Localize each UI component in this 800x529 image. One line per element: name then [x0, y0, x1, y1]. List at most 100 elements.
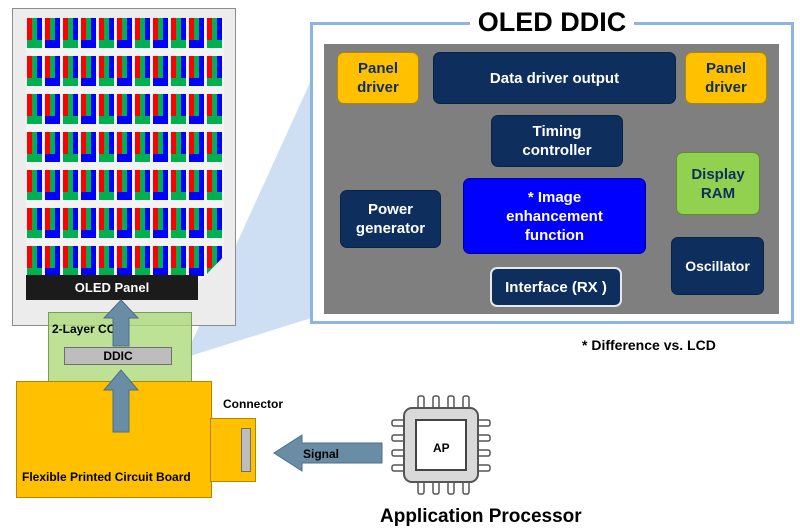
subpixel-blue-lower	[171, 116, 186, 124]
subpixel-green	[212, 132, 217, 154]
subpixel-red	[153, 18, 158, 40]
subpixel-red	[45, 132, 50, 154]
subpixel-blue	[199, 56, 204, 78]
subpixel-red	[99, 208, 104, 230]
subpixel-blue	[55, 208, 60, 230]
subpixel-blue-lower	[171, 192, 186, 200]
subpixel-blue	[91, 208, 96, 230]
power-generator-block: Power generator	[340, 190, 441, 248]
subpixel-red	[153, 170, 158, 192]
subpixel-red	[99, 56, 104, 78]
subpixel-blue	[199, 208, 204, 230]
subpixel-blue-lower	[99, 154, 114, 162]
ddic-chip: DDIC	[64, 347, 172, 365]
subpixel-red	[189, 132, 194, 154]
connector-pin	[241, 428, 251, 472]
subpixel-blue	[181, 18, 186, 40]
subpixel-blue-lower	[189, 230, 204, 238]
subpixel-red	[63, 94, 68, 116]
subpixel-red	[63, 246, 68, 268]
subpixel-blue-lower	[27, 268, 42, 276]
subpixel-red	[99, 18, 104, 40]
subpixel-blue-lower	[63, 40, 78, 48]
pixel-row	[26, 246, 224, 276]
subpixel-blue-lower	[27, 230, 42, 238]
subpixel-blue	[127, 56, 132, 78]
subpixel-green	[68, 56, 73, 78]
subpixel-green	[104, 132, 109, 154]
subpixel-red	[63, 18, 68, 40]
subpixel-green	[104, 170, 109, 192]
subpixel-green	[176, 132, 181, 154]
subpixel-blue	[37, 132, 42, 154]
subpixel-blue	[181, 94, 186, 116]
subpixel-blue	[145, 18, 150, 40]
subpixel-green	[68, 246, 73, 268]
cof-label: 2-Layer COF	[52, 322, 124, 336]
subpixel-green	[86, 18, 91, 40]
pixel-row	[26, 132, 224, 162]
arrow-ap-to-connector	[273, 434, 383, 472]
subpixel-blue	[145, 170, 150, 192]
image-enhancement-block: * Image enhancement function	[463, 178, 646, 254]
pixel-row	[26, 56, 224, 86]
subpixel-red	[189, 170, 194, 192]
subpixel-blue-lower	[81, 268, 96, 276]
subpixel-blue-lower	[45, 78, 60, 86]
pixel-row	[26, 170, 224, 200]
subpixel-blue	[37, 18, 42, 40]
subpixel-blue	[109, 132, 114, 154]
subpixel-blue-lower	[63, 116, 78, 124]
subpixel-blue	[127, 208, 132, 230]
subpixel-blue-lower	[189, 78, 204, 86]
subpixel-blue-lower	[81, 192, 96, 200]
subpixel-blue	[55, 94, 60, 116]
subpixel-blue-lower	[99, 230, 114, 238]
subpixel-green	[68, 18, 73, 40]
panel-driver-right-block: Panel driver	[685, 52, 767, 104]
subpixel-blue-lower	[45, 192, 60, 200]
subpixel-red	[117, 56, 122, 78]
subpixel-blue-lower	[27, 192, 42, 200]
subpixel-red	[189, 208, 194, 230]
subpixel-blue-lower	[189, 268, 204, 276]
subpixel-blue	[73, 94, 78, 116]
subpixel-green	[194, 246, 199, 268]
subpixel-green	[86, 94, 91, 116]
subpixel-green	[212, 246, 217, 268]
subpixel-green	[212, 208, 217, 230]
subpixel-red	[117, 208, 122, 230]
subpixel-blue-lower	[189, 154, 204, 162]
subpixel-green	[50, 56, 55, 78]
subpixel-blue	[163, 94, 168, 116]
subpixel-blue-lower	[117, 78, 132, 86]
subpixel-green	[194, 18, 199, 40]
subpixel-green	[158, 170, 163, 192]
subpixel-blue-lower	[117, 116, 132, 124]
subpixel-blue	[127, 132, 132, 154]
subpixel-green	[176, 170, 181, 192]
subpixel-red	[117, 170, 122, 192]
subpixel-blue-lower	[135, 154, 150, 162]
subpixel-blue	[145, 132, 150, 154]
subpixel-blue	[73, 18, 78, 40]
subpixel-blue	[109, 208, 114, 230]
subpixel-blue	[145, 94, 150, 116]
subpixel-red	[45, 246, 50, 268]
subpixel-red	[171, 208, 176, 230]
subpixel-blue-lower	[171, 230, 186, 238]
subpixel-blue	[127, 246, 132, 268]
subpixel-green	[32, 18, 37, 40]
subpixel-blue-lower	[171, 154, 186, 162]
subpixel-green	[212, 94, 217, 116]
subpixel-red	[63, 132, 68, 154]
subpixel-red	[135, 132, 140, 154]
subpixel-blue	[109, 246, 114, 268]
subpixel-green	[158, 56, 163, 78]
subpixel-green	[68, 208, 73, 230]
subpixel-blue-lower	[63, 78, 78, 86]
subpixel-blue	[199, 94, 204, 116]
subpixel-red	[99, 170, 104, 192]
subpixel-blue-lower	[45, 116, 60, 124]
